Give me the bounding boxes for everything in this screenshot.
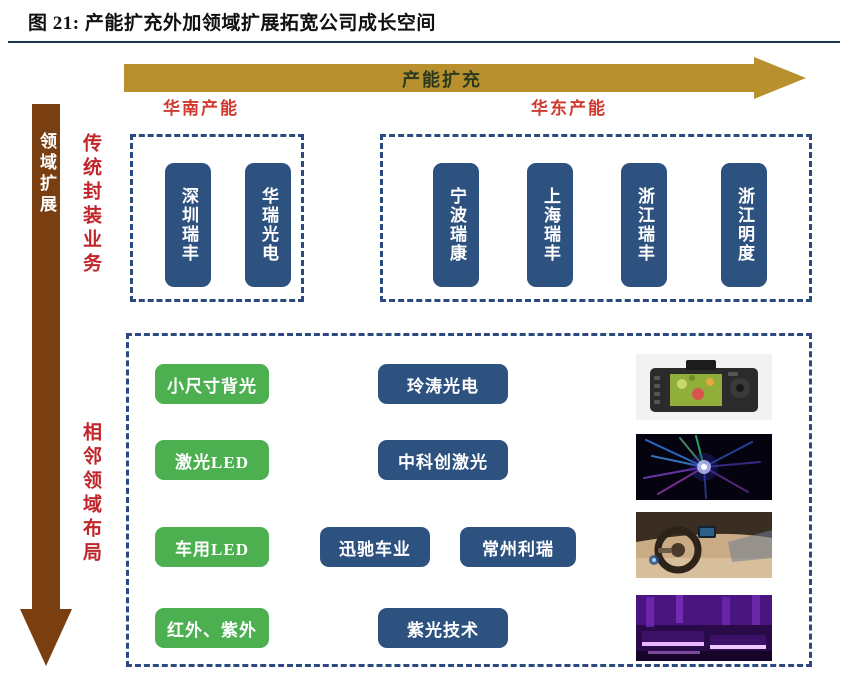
field-chip-automotive-led[interactable]: 车用LED (155, 527, 269, 567)
company-chip-lingtao-optoelectronics[interactable]: 玲涛光电 (378, 364, 508, 404)
capacity-expansion-arrow-label: 产能扩充 (402, 70, 482, 90)
company-chip-zhongkechuang-laser[interactable]: 中科创激光 (378, 440, 508, 480)
domain-expansion-arrow-label: 领域扩展 (37, 132, 56, 216)
car-interior-photo (636, 512, 772, 578)
company-chip-shanghai-refond[interactable]: 上海瑞丰 (527, 163, 573, 287)
title-divider (8, 41, 840, 43)
page-title: 图 21: 产能扩充外加领域扩展拓宽公司成长空间 (28, 13, 436, 34)
company-chip-zhejiang-mingdu[interactable]: 浙江明度 (721, 163, 767, 287)
region-caption-south-china: 华南产能 (163, 99, 239, 118)
laser-show-photo (636, 434, 772, 500)
company-chip-shenzhen-refond[interactable]: 深圳瑞丰 (165, 163, 211, 287)
company-chip-label: 浙江明度 (735, 187, 754, 263)
section-label-adjacent-domain: 相邻领域布局 (80, 422, 101, 566)
field-chip-laser-led[interactable]: 激光LED (155, 440, 269, 480)
company-chip-xunchi-auto[interactable]: 迅驰车业 (320, 527, 430, 567)
camera-photo (636, 354, 772, 420)
arrow-shaft (32, 104, 60, 612)
uv-lighting-photo (636, 595, 772, 661)
company-chip-ningbo-ruikang[interactable]: 宁波瑞康 (433, 163, 479, 287)
capacity-expansion-arrow: 产能扩充 (124, 57, 806, 99)
region-caption-east-china: 华东产能 (531, 99, 607, 118)
company-chip-label: 上海瑞丰 (541, 187, 560, 263)
company-chip-label: 华瑞光电 (259, 187, 278, 263)
company-chip-label: 宁波瑞康 (447, 187, 466, 263)
field-chip-small-size-backlight[interactable]: 小尺寸背光 (155, 364, 269, 404)
section-label-traditional-packaging: 传统封装业务 (80, 133, 101, 277)
company-chip-label: 浙江瑞丰 (635, 187, 654, 263)
arrow-head (754, 57, 806, 99)
company-chip-zhejiang-refond[interactable]: 浙江瑞丰 (621, 163, 667, 287)
company-chip-ziguang-technology[interactable]: 紫光技术 (378, 608, 508, 648)
company-chip-huarui-optoelectronics[interactable]: 华瑞光电 (245, 163, 291, 287)
arrow-shaft (124, 64, 760, 92)
company-chip-changzhou-lirui[interactable]: 常州利瑞 (460, 527, 576, 567)
field-chip-infrared-ultraviolet[interactable]: 红外、紫外 (155, 608, 269, 648)
arrow-head (20, 609, 72, 666)
domain-expansion-arrow: 领域扩展 (20, 104, 72, 666)
company-chip-label: 深圳瑞丰 (179, 187, 198, 263)
